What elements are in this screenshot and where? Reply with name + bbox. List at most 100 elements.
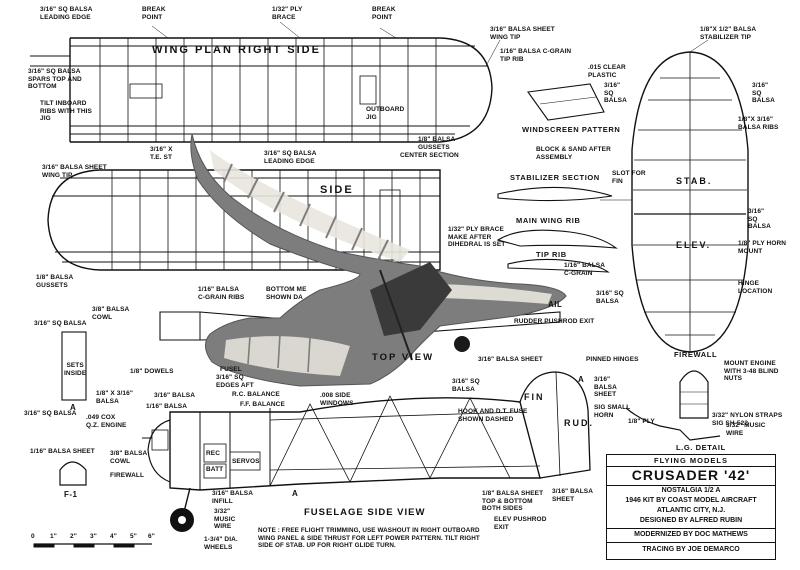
- title-block-line2: 1946 KIT BY COAST MODEL AIRCRAFT: [625, 497, 757, 504]
- model-photo: [190, 133, 567, 387]
- label: 1/32" PLY BRACE: [272, 6, 303, 21]
- label: .008 SIDE WINDOWS: [320, 392, 354, 407]
- label: MOUNT ENGINE WITH 3-48 BLIND NUTS: [724, 360, 779, 382]
- label: 1/8"x 3/16" BALSA RIBS: [738, 116, 779, 131]
- scale-tick-label: 2": [70, 533, 77, 540]
- label: 3/16" SQ BALSA: [24, 410, 77, 417]
- label: BREAK POINT: [372, 6, 396, 21]
- label: 3/16" SQ EDGES AFT: [216, 374, 254, 389]
- label: 3/16" SQ BALSA: [596, 290, 624, 305]
- label: 1/8" x 3/16" BALSA: [96, 390, 133, 405]
- title-rud: RUD.: [564, 418, 594, 428]
- title-block-line4: DESIGNED BY ALFRED RUBIN: [639, 517, 743, 524]
- windscreen-outline: [527, 83, 605, 121]
- label: BATT: [206, 466, 224, 473]
- scale-tick-label: 0: [31, 533, 35, 540]
- label: 3/16" BALSA: [154, 392, 196, 399]
- label: 1/16" BALSA C-GRAIN: [564, 262, 606, 277]
- label: 1/16" BALSA: [146, 403, 188, 410]
- title-lg-detail: L.G. DETAIL: [676, 443, 726, 452]
- label: FUSEL: [220, 366, 242, 373]
- label: BREAK POINT: [142, 6, 166, 21]
- label: F.F. BALANCE: [240, 401, 285, 408]
- label: CENTER SECTION: [400, 152, 459, 159]
- title-block-line5: MODERNIZED BY DOC MATHEWS: [634, 531, 748, 538]
- title-tip-rib: TIP RIB: [536, 250, 567, 259]
- label: 3/16" SQ BALSA: [752, 82, 775, 104]
- trimming-note: NOTE : FREE FLIGHT TRIMMING, USE WASHOUT…: [258, 527, 480, 549]
- title-main-wing-rib: MAIN WING RIB: [516, 216, 581, 225]
- label: 3/16" SQ BALSA: [34, 320, 87, 327]
- label: ELEV PUSHROD EXIT: [494, 516, 547, 531]
- label: 1/8" BALSA SHEET TOP & BOTTOM BOTH SIDES: [482, 490, 544, 512]
- title-block-line1: NOSTALGIA 1/2 A: [661, 487, 721, 494]
- label: 1/8" PLY: [628, 418, 655, 425]
- label: 3/16" BALSA INFILL: [212, 490, 254, 505]
- stab-elev-plan: [600, 51, 749, 353]
- label: 3/16" SQ BALSA LEADING EDGE: [40, 6, 93, 21]
- title-top-view: TOP VIEW: [372, 352, 435, 363]
- landing-gear-detail: [625, 407, 721, 441]
- label: SLOT FOR FIN: [612, 170, 646, 185]
- label: OUTBOARD JIG: [366, 106, 405, 121]
- label: 3/8" BALSA COWL: [110, 450, 148, 465]
- label: A: [578, 375, 584, 384]
- wing-plan-left: [47, 169, 441, 271]
- label: 3/16" x T.E. ST: [150, 146, 173, 161]
- scale-tick-label: 3": [90, 533, 97, 540]
- label: 3/16" SQ BALSA SPARS TOP AND BOTTOM: [28, 68, 82, 90]
- label: 3/16" BALSA SHEET: [478, 356, 543, 363]
- title-block-line6: TRACING BY JOE DEMARCO: [642, 546, 740, 553]
- label: HOOK AND D.T. FUSE SHOWN DASHED: [458, 408, 528, 423]
- title-f1: F-1: [64, 490, 78, 499]
- label: 3/32" MUSIC WIRE: [726, 422, 766, 437]
- scale-tick-label: 5": [130, 533, 137, 540]
- label: .049 COX Q.Z. ENGINE: [86, 414, 127, 429]
- title-block-line3: ATLANTIC CITY, N.J.: [656, 507, 726, 514]
- title-stab: STAB.: [676, 176, 713, 186]
- label: 3/16" BALSA SHEET: [594, 376, 617, 398]
- label: 1/8" BALSA GUSSETS: [418, 136, 456, 151]
- label: 3/8" BALSA COWL: [92, 306, 130, 321]
- label: 1/16" BALSA C-GRAIN TIP RIB: [500, 48, 572, 63]
- label: 1/16" BALSA SHEET: [30, 448, 95, 455]
- scale-tick-label: 1": [50, 533, 57, 540]
- label: 3/16" SQ BALSA: [604, 82, 627, 104]
- scale-bar: [33, 543, 152, 548]
- label: 1/8" PLY HORN MOUNT: [738, 240, 787, 255]
- wing-plan-right: [30, 37, 493, 143]
- former-f1: [59, 461, 87, 486]
- scale-labels: 0 1" 2" 3" 4" 5" 6": [28, 533, 168, 543]
- title-fuselage-side-view: FUSELAGE SIDE VIEW: [304, 507, 426, 518]
- label: HINGE LOCATION: [738, 280, 773, 295]
- label: BLOCK & SAND AFTER ASSEMBLY: [536, 146, 611, 161]
- title-fin: FIN: [524, 392, 545, 402]
- scale-tick-label: 6": [148, 533, 155, 540]
- label: 3/16" BALSA SHEET WING TIP: [490, 26, 555, 41]
- label: REC: [206, 450, 221, 457]
- label: SERVOS: [232, 458, 260, 465]
- title-block-header: FLYING MODELS: [654, 456, 728, 465]
- label: SETS INSIDE: [64, 362, 87, 377]
- label: R.C. BALANCE: [232, 391, 280, 398]
- label: FIREWALL: [110, 472, 145, 479]
- label: 1-3/4" DIA. WHEELS: [204, 536, 238, 551]
- title-block: FLYING MODELS CRUSADER '42' NOSTALGIA 1/…: [606, 454, 776, 560]
- title-elev: ELEV.: [676, 240, 712, 250]
- label: A: [292, 489, 298, 498]
- cowl-insert: [61, 331, 87, 401]
- fuselage-top-view: [159, 311, 561, 341]
- label: BOTTOM ME SHOWN DA: [266, 286, 307, 301]
- label: 3/16" SQ BALSA: [748, 208, 771, 230]
- label: 3/16" SQ BALSA LEADING EDGE: [264, 150, 317, 165]
- title-block-name: CRUSADER '42': [631, 467, 751, 483]
- title-tail-partial: AIL: [548, 300, 563, 309]
- label: .015 CLEAR PLASTIC: [588, 64, 626, 79]
- label: 1/8" BALSA GUSSETS: [36, 274, 74, 289]
- label: 1/8" DOWELS: [130, 368, 174, 375]
- label: TILT INBOARD RIBS WITH THIS JIG: [40, 100, 92, 122]
- title-wing-plan-left: SIDE: [320, 184, 354, 196]
- label: SIG SMALL HORN: [594, 404, 631, 419]
- label: 3/32" MUSIC WIRE: [214, 508, 236, 530]
- firewall-detail: [679, 370, 709, 419]
